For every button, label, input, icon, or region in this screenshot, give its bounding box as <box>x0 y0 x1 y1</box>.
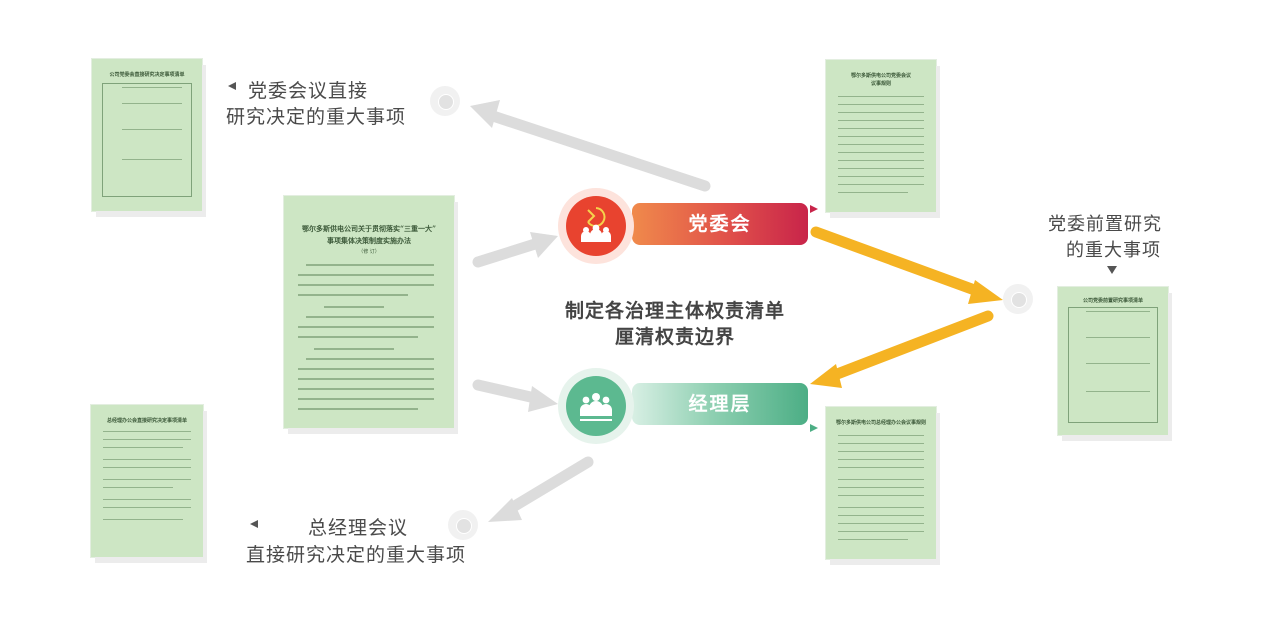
doc-title-line1: 鄂尔多斯供电公司关于贯彻落实“三重一大” <box>301 224 437 233</box>
party-committee-label: 党委会 <box>688 213 752 235</box>
arrow-party-to-pre-research <box>810 226 1003 304</box>
center-label-line2: 厘清权责边界 <box>614 326 735 348</box>
pill-tip-green <box>810 424 818 432</box>
doc-party-rules: 鄂尔多斯供电公司党委会议 议事规则 <box>826 60 936 212</box>
people-group-icon <box>566 376 626 436</box>
party-committee-bar: 党委会 <box>632 203 808 245</box>
doc-title: 公司党委会直接研究决定事项清单 <box>109 72 185 78</box>
management-label: 经理层 <box>688 393 752 415</box>
node-dot <box>1003 284 1033 314</box>
management-bar: 经理层 <box>632 383 808 425</box>
caption-pointer-down <box>1107 266 1117 274</box>
caption-party-direct-line2: 研究决定的重大事项 <box>226 106 407 128</box>
doc-title-line2: 议事规则 <box>870 81 891 87</box>
doc-table <box>1068 307 1158 423</box>
doc-subtitle: （修 订） <box>358 249 380 255</box>
doc-table <box>102 83 192 197</box>
arrow-doc-to-management <box>472 379 558 412</box>
arrow-to-gm-direct <box>488 456 594 522</box>
caption-pointer-left <box>228 82 236 90</box>
caption-gm-direct-line1: 总经理会议 <box>308 517 409 539</box>
caption-party-direct-line1: 党委会议直接 <box>248 80 369 102</box>
arrow-to-party-direct <box>470 100 711 192</box>
pill-tip-red <box>810 205 818 213</box>
doc-title-line2: 事项集体决策制度实施办法 <box>327 236 411 245</box>
doc-title: 总经理办公会直接研究决定事项清单 <box>106 418 187 424</box>
doc-main-implementation-rules: 鄂尔多斯供电公司关于贯彻落实“三重一大” 事项集体决策制度实施办法 （修 订） <box>284 196 454 428</box>
doc-title-line1: 鄂尔多斯供电公司党委会议 <box>850 73 911 79</box>
doc-party-direct-list: 公司党委会直接研究决定事项清单 <box>92 59 202 211</box>
doc-title: 鄂尔多斯供电公司总经理办公会议事规则 <box>835 420 926 426</box>
caption-gm-direct-line2: 直接研究决定的重大事项 <box>246 544 467 566</box>
doc-title: 公司党委前置研究事项清单 <box>1082 298 1143 304</box>
node-dot <box>448 510 478 540</box>
arrow-doc-to-party <box>472 232 558 268</box>
node-dot <box>430 86 460 116</box>
doc-gm-rules: 鄂尔多斯供电公司总经理办公会议事规则 <box>826 407 936 559</box>
doc-pre-research-list: 公司党委前置研究事项清单 <box>1058 287 1168 435</box>
caption-pre-research-line2: 的重大事项 <box>1066 240 1161 261</box>
doc-gm-direct-list: 总经理办公会直接研究决定事项清单 <box>91 405 203 557</box>
arrow-pre-research-to-management <box>810 310 994 388</box>
caption-pointer-left <box>250 520 258 528</box>
caption-pre-research-line1: 党委前置研究 <box>1048 214 1162 235</box>
party-emblem-icon <box>566 196 626 256</box>
center-label-line1: 制定各治理主体权责清单 <box>564 300 785 322</box>
